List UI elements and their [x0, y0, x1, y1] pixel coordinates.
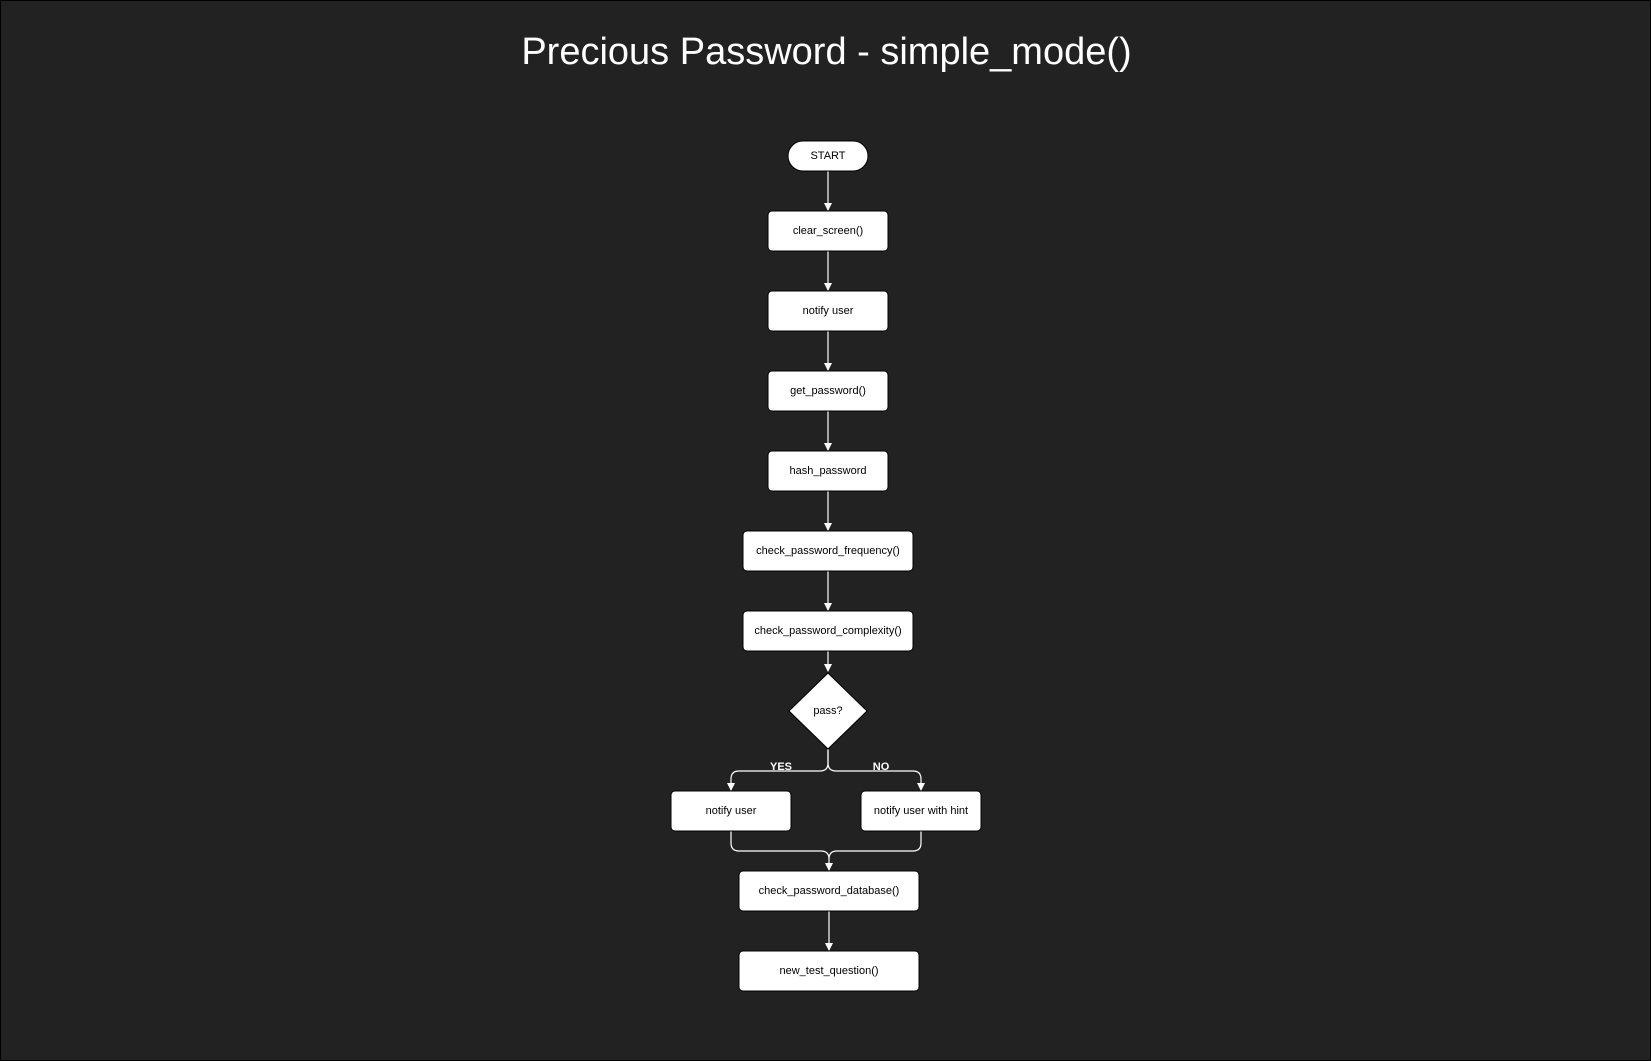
hash-password-node: hash_password: [767, 450, 889, 492]
get-password-node: get_password(): [767, 370, 889, 412]
clear-screen-node-label: clear_screen(): [793, 225, 863, 237]
notify-user-node: notify user: [767, 290, 889, 332]
get-password-node-label: get_password(): [790, 385, 866, 397]
check-frequency-node: check_password_frequency(): [742, 530, 914, 572]
decision-node: pass?: [788, 672, 868, 750]
notify-user-yes-node: notify user: [670, 790, 792, 832]
edges: [727, 171, 925, 951]
branch-label-no: NO: [873, 761, 890, 773]
check-frequency-node-label: check_password_frequency(): [756, 545, 900, 557]
start-node: START: [787, 140, 869, 172]
edge-notify-hint-to-check-database: [828, 831, 922, 860]
notify-user-node-label: notify user: [803, 305, 854, 317]
edge-decision-no: [827, 749, 925, 791]
branch-label-yes: YES: [770, 761, 792, 773]
decision-node-label: pass?: [813, 705, 842, 717]
clear-screen-node: clear_screen(): [767, 210, 889, 252]
edge-notify-user-to-check-database: [730, 831, 833, 871]
diagram-title: Precious Password - simple_mode(): [521, 31, 1132, 73]
edge-decision-yes: [727, 749, 829, 791]
notify-user-hint-node: notify user with hint: [860, 790, 982, 832]
notify-user-yes-node-label: notify user: [706, 805, 757, 817]
new-test-question-node-label: new_test_question(): [779, 965, 878, 977]
check-database-node: check_password_database(): [738, 870, 920, 912]
check-complexity-node-label: check_password_complexity(): [754, 625, 901, 637]
hash-password-node-label: hash_password: [789, 465, 866, 477]
notify-user-hint-node-label: notify user with hint: [874, 805, 968, 817]
check-complexity-node: check_password_complexity(): [742, 610, 914, 652]
start-node-label: START: [810, 150, 845, 162]
new-test-question-node: new_test_question(): [738, 950, 920, 992]
check-database-node-label: check_password_database(): [759, 885, 900, 897]
